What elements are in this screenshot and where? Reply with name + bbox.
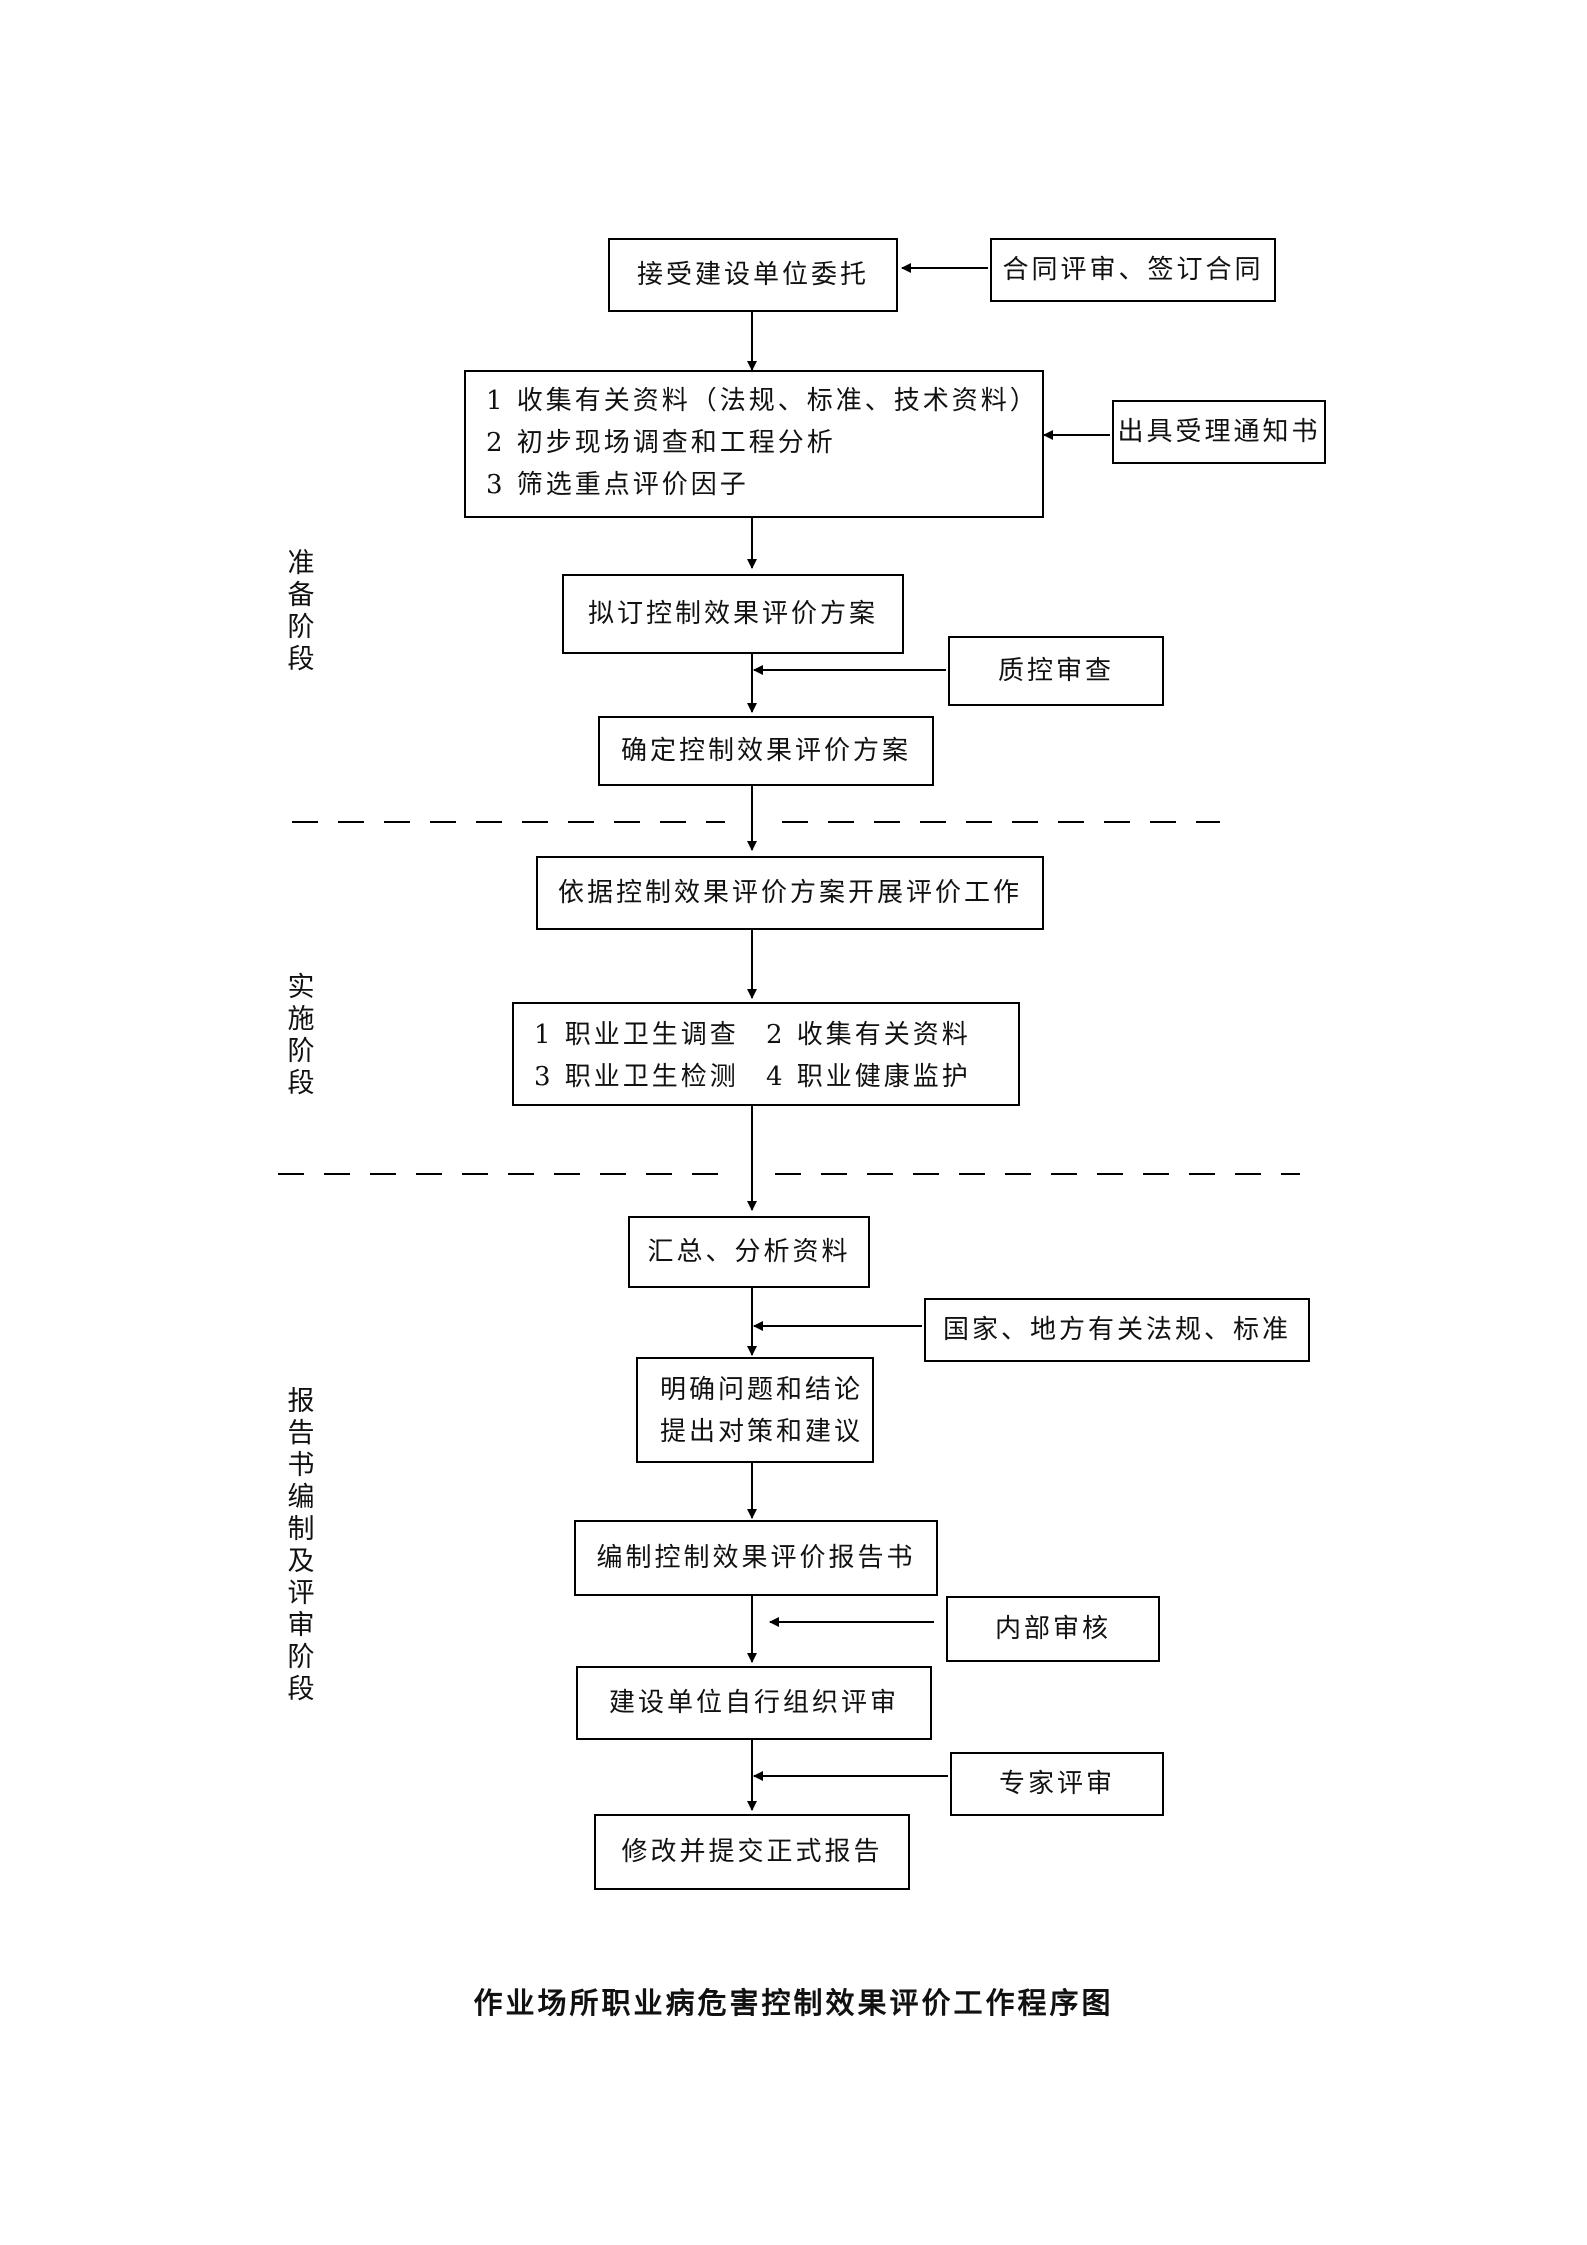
box-org-review: 建设单位自行组织评审 [576, 1666, 932, 1740]
task-occupational-health-testing: 3 职业卫生检测 [534, 1062, 739, 1092]
collect-step-2: 2 初步现场调查和工程分析 [486, 428, 836, 458]
box-conclusions: 明确问题和结论 提出对策和建议 [636, 1357, 874, 1463]
stage-label-prepare: 准备阶段 [287, 548, 315, 675]
box-expert-review: 专家评审 [950, 1752, 1164, 1816]
stage-label-report: 报告书编制及评审阶段 [287, 1386, 315, 1705]
box-regulations-standards: 国家、地方有关法规、标准 [924, 1298, 1310, 1362]
conclusion-line-1: 明确问题和结论 [660, 1375, 864, 1405]
box-evaluation-tasks: 1 职业卫生调查 2 收集有关资料 3 职业卫生检测 4 职业健康监护 [512, 1002, 1020, 1106]
box-confirm-plan: 确定控制效果评价方案 [598, 716, 934, 786]
stage-label-implement: 实施阶段 [287, 972, 315, 1099]
box-carry-out-evaluation: 依据控制效果评价方案开展评价工作 [536, 856, 1044, 930]
box-compile-report: 编制控制效果评价报告书 [574, 1520, 938, 1596]
box-contract-review: 合同评审、签订合同 [990, 238, 1276, 302]
collect-step-1: 1 收集有关资料（法规、标准、技术资料） [486, 386, 1039, 416]
collect-step-3: 3 筛选重点评价因子 [486, 470, 749, 500]
box-draft-plan: 拟订控制效果评价方案 [562, 574, 904, 654]
box-internal-audit: 内部审核 [946, 1596, 1160, 1662]
box-quality-review: 质控审查 [948, 636, 1164, 706]
task-health-monitoring: 4 职业健康监护 [766, 1062, 971, 1092]
box-accept-commission: 接受建设单位委托 [608, 238, 898, 312]
task-occupational-health-survey: 1 职业卫生调查 [534, 1020, 739, 1050]
box-final-report: 修改并提交正式报告 [594, 1814, 910, 1890]
task-collect-info: 2 收集有关资料 [766, 1020, 971, 1050]
box-summarize-analyze: 汇总、分析资料 [628, 1216, 870, 1288]
box-acceptance-notice: 出具受理通知书 [1112, 400, 1326, 464]
figure-caption: 作业场所职业病危害控制效果评价工作程序图 [473, 1986, 1114, 2020]
conclusion-line-2: 提出对策和建议 [660, 1417, 864, 1447]
box-collect-info: 1 收集有关资料（法规、标准、技术资料） 2 初步现场调查和工程分析 3 筛选重… [464, 370, 1044, 518]
